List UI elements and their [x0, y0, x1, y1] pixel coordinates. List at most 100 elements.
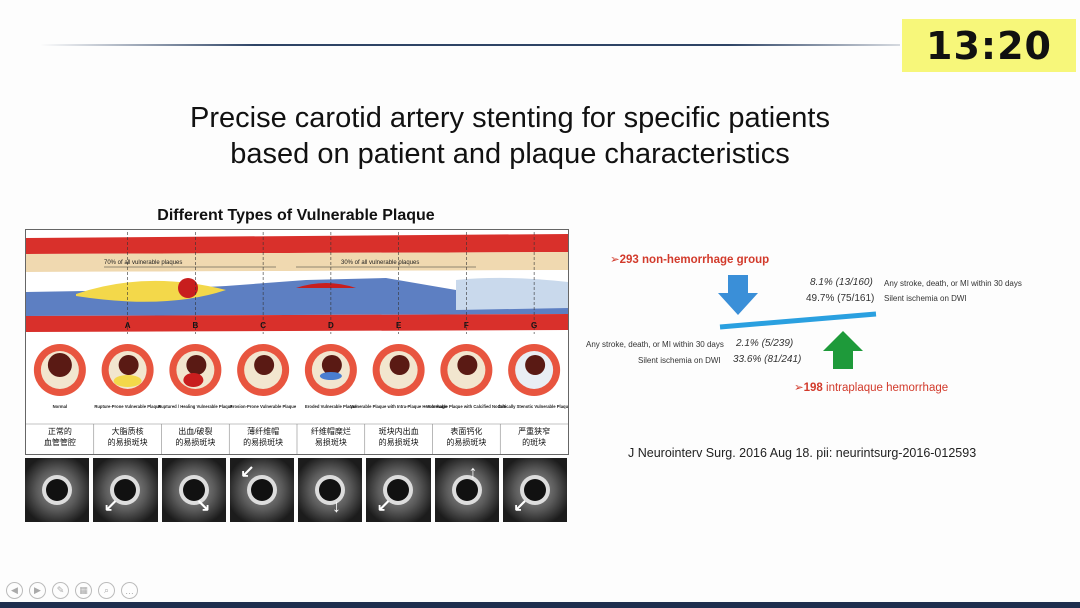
hem-dwi-label: Silent ischemia on DWI [638, 356, 721, 365]
results-panel: ➢293 non-hemorrhage group 8.1% (13/160) … [580, 245, 1060, 405]
hem-stroke-value-text: 2.1% (5/239) [736, 338, 794, 349]
english-label: Eroded Vulnerable Plaque [305, 404, 357, 409]
chinese-label-line-2: 的易损斑块 [446, 437, 486, 447]
timer-badge: 13:20 [902, 19, 1076, 72]
artery-wall-top [26, 234, 568, 254]
slide-title-line-1: Precise carotid artery stenting for spec… [190, 102, 830, 134]
english-label: Normal [53, 404, 67, 409]
arrow-icon: ↑ [468, 462, 478, 482]
chinese-label-line-1: 斑块内出血 [379, 426, 419, 436]
english-label: Erosion-Prone Vulnerable Plaque [230, 404, 297, 409]
citation: J Neurointerv Surg. 2016 Aug 18. pii: ne… [628, 446, 977, 460]
section-letter: A [125, 321, 131, 330]
chinese-label-line-2: 血管管腔 [44, 437, 76, 447]
vessel-lumen [47, 353, 72, 377]
next-slide-icon[interactable]: ▶ [29, 582, 46, 599]
mri-lumen [319, 479, 342, 501]
pen-icon[interactable]: ✎ [52, 582, 69, 599]
cross-sections [33, 344, 561, 396]
english-label: Critically Stenotic Vulnerable Plaque [498, 404, 568, 409]
section-letter: F [464, 321, 469, 330]
chinese-label-line-2: 的易损斑块 [175, 437, 215, 447]
mri-image: ↘ [161, 458, 226, 522]
seesaw-line [719, 311, 877, 330]
mri-lumen [182, 479, 205, 501]
nonhem-stroke-value: 8.1% (13/160) [810, 277, 873, 288]
mri-lumen [523, 479, 546, 501]
eroded-ring [319, 372, 342, 380]
cross-section [372, 344, 425, 396]
nonhem-group-label: ➢293 non-hemorrhage group [610, 254, 770, 266]
more-options-icon[interactable]: … [121, 582, 138, 599]
hem-dwi-value-text: 33.6% (81/241) [733, 354, 802, 365]
hem-group-text: intraplaque hemorrhage [826, 382, 949, 394]
bottom-bar [0, 602, 1080, 608]
mri-lumen [387, 479, 410, 501]
section-letter: D [328, 321, 334, 330]
chinese-label-line-1: 纤维帽糜烂 [311, 426, 351, 436]
vessel-lumen [389, 355, 410, 375]
section-letter: E [396, 321, 402, 330]
vessel-lumen [321, 355, 342, 375]
artery-wall-bottom [26, 314, 568, 332]
cross-section [508, 344, 561, 396]
mri-image: ↑ [434, 458, 499, 522]
cross-section [304, 344, 357, 396]
slide-title-line-2: based on patient and plaque characterist… [230, 138, 790, 170]
plaque-diagram-svg: 70% of all vulnerable plaques 30% of all… [26, 232, 568, 454]
up-arrow-icon [823, 331, 863, 369]
arrow-icon: ↙ [239, 462, 255, 482]
hemorrhage-ring [183, 373, 204, 387]
nonhem-dwi-value: 49.7% (75/161) [806, 293, 875, 304]
mri-image: ↙ [229, 458, 294, 522]
mri-lumen [455, 479, 478, 501]
english-label: Vulnerable Plaque with Intra-Plaque Hemo… [350, 404, 448, 409]
arrow-icon: ↙ [376, 496, 392, 516]
prev-slide-icon[interactable]: ◀ [6, 582, 23, 599]
section-letter: C [260, 321, 266, 330]
mri-lumen [46, 479, 69, 501]
calcified-area [456, 277, 568, 310]
vessel-lumen [457, 355, 478, 375]
cross-section [440, 344, 493, 396]
nonhem-stroke-label: Any stroke, death, or MI within 30 days [884, 279, 1022, 288]
hemorrhage-spot [178, 278, 198, 298]
vessel-lumen [525, 355, 546, 375]
arrow-icon: ↙ [512, 496, 528, 516]
arrow-icon: ↙ [103, 496, 119, 516]
chinese-label-line-1: 表面钙化 [450, 426, 482, 436]
chinese-label-line-2: 的斑块 [522, 437, 546, 447]
down-arrow-icon [718, 275, 758, 315]
mri-image-row: ↙ ↘ ↙ ↓ ↙ ↑ ↙ [25, 458, 567, 522]
hem-dwi-value: 33.6% (81/241) [733, 354, 801, 365]
section-letter: G [531, 321, 537, 330]
chinese-label-line-1: 正常的 [48, 426, 72, 436]
hem-stroke-value: 2.1% (5/239) [736, 338, 793, 349]
title-rule [40, 44, 900, 46]
mri-lumen [250, 479, 273, 501]
cross-section [101, 344, 154, 396]
mri-image: ↙ [502, 458, 567, 522]
nonhem-dwi-label: Silent ischemia on DWI [884, 294, 967, 303]
chinese-label-line-2: 的易损斑块 [108, 437, 148, 447]
hem-group-count: ➢198 [794, 382, 823, 394]
chinese-label-line-1: 严重狭窄 [518, 426, 550, 436]
slides-grid-icon[interactable]: ▦ [75, 582, 92, 599]
presentation-toolbar: ◀ ▶ ✎ ▦ ⌕ … [0, 582, 138, 600]
lipid-core-ring [113, 375, 142, 387]
zoom-icon[interactable]: ⌕ [98, 582, 115, 599]
plaque-diagram: 70% of all vulnerable plaques 30% of all… [25, 229, 569, 455]
section-letters: A B C D E F G [125, 321, 538, 330]
mri-lumen [114, 479, 137, 501]
cross-section [237, 344, 290, 396]
seesaw-graphic [718, 275, 877, 369]
vessel-lumen [254, 355, 275, 375]
chinese-label-line-2: 的易损斑块 [243, 437, 283, 447]
plaque-band [26, 278, 568, 316]
section-dividers [127, 232, 535, 334]
chinese-label-line-2: 的易损斑块 [379, 437, 419, 447]
section-letter: B [192, 321, 198, 330]
hem-stroke-label: Any stroke, death, or MI within 30 days [586, 340, 724, 349]
mri-image: ↓ [298, 458, 363, 522]
